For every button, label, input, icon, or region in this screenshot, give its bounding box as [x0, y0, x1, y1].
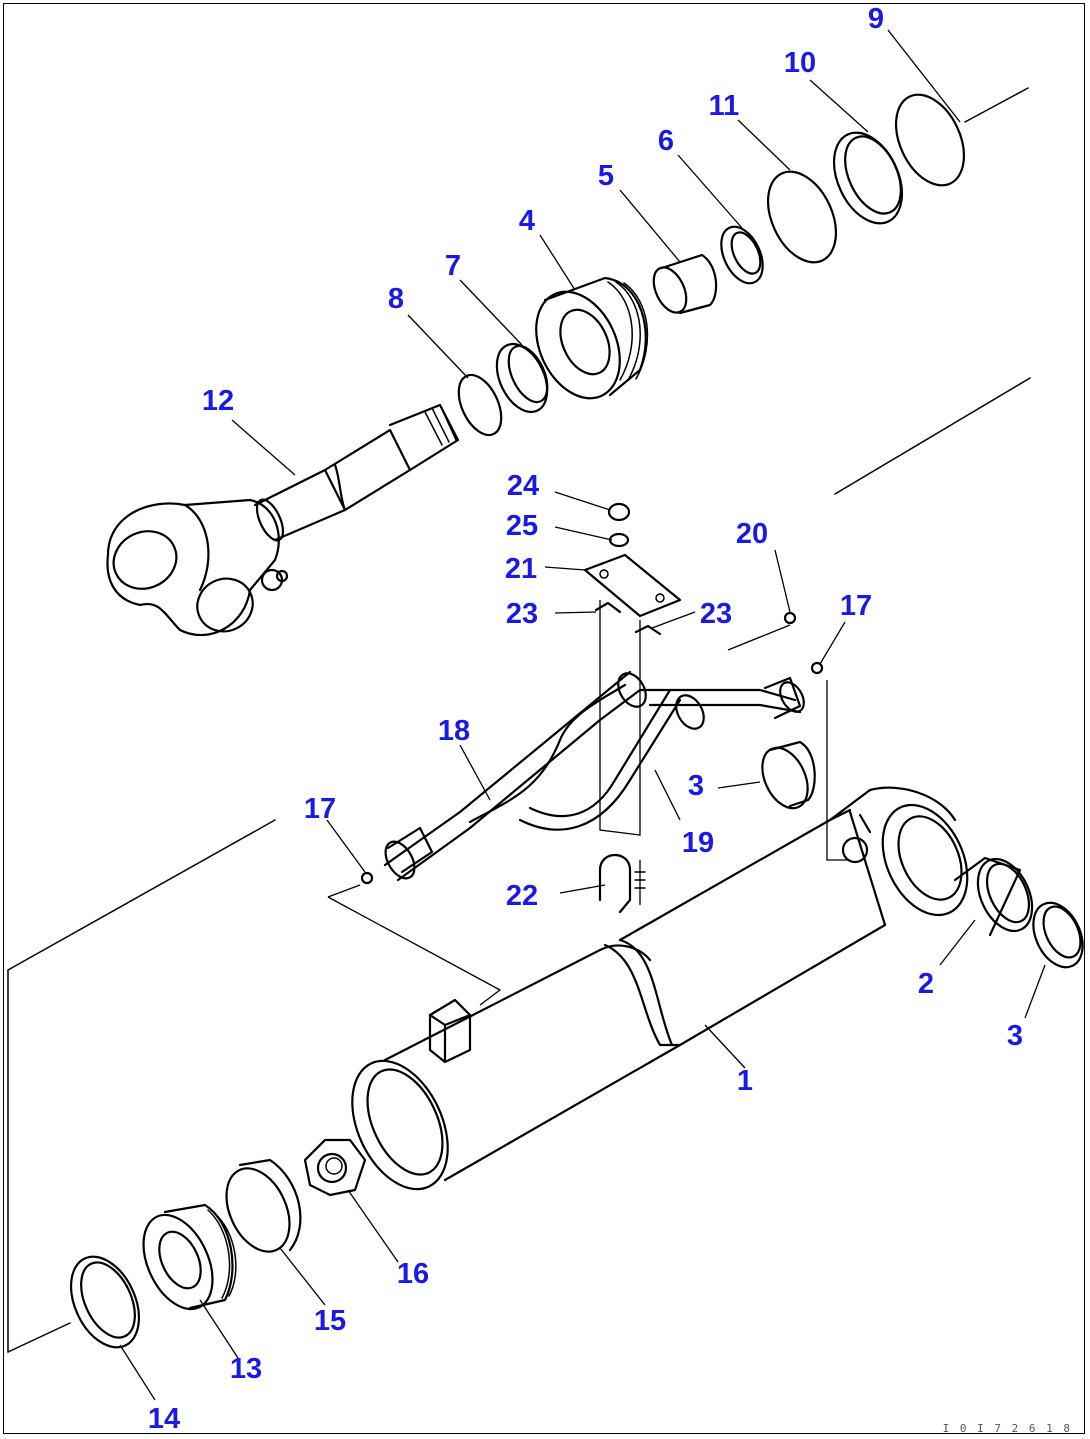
piston-rod-clevis	[106, 403, 460, 636]
hoses-and-tubes	[383, 670, 805, 914]
fitting-17-left	[360, 871, 374, 885]
ring-7	[495, 342, 549, 414]
callout-3: 3	[688, 770, 704, 802]
callout-4: 4	[519, 205, 535, 237]
ring-11	[766, 170, 838, 264]
callout-22: 22	[506, 880, 538, 912]
callout-24: 24	[507, 470, 539, 502]
callout-25: 25	[506, 510, 538, 542]
clamp-hardware	[583, 502, 682, 636]
piston-4	[535, 276, 649, 400]
callout-17: 17	[304, 793, 336, 825]
callout-6: 6	[658, 125, 674, 157]
callout-16: 16	[397, 1258, 429, 1290]
fitting-20	[783, 611, 797, 625]
ring-10	[832, 131, 904, 225]
callout-labels: 1233456789101112131415161717181920212223…	[148, 3, 1023, 1435]
callout-5: 5	[598, 160, 614, 192]
o-ring-8	[457, 373, 503, 437]
callout-15: 15	[314, 1305, 346, 1337]
center-lines	[7, 87, 1031, 1353]
callout-21: 21	[505, 553, 537, 585]
cylinder-tube-1	[351, 786, 969, 1191]
nut-ring-6	[720, 225, 764, 285]
callout-13: 13	[230, 1353, 262, 1385]
callout-11: 11	[709, 90, 740, 122]
bushing-3-upper	[761, 740, 816, 810]
ring-15	[225, 1158, 302, 1253]
callout-23: 23	[700, 598, 732, 630]
callout-9: 9	[868, 3, 884, 35]
callout-12: 12	[202, 385, 234, 417]
ring-14	[69, 1255, 141, 1349]
callout-8: 8	[388, 283, 404, 315]
callout-23: 23	[506, 598, 538, 630]
piston-13	[142, 1203, 237, 1311]
nut-16	[303, 1138, 367, 1197]
bushing-2	[953, 856, 1034, 937]
callout-17: 17	[840, 590, 872, 622]
drawing-code: I 0 I 7 2 6 1 8	[943, 1422, 1072, 1435]
ring-9	[894, 93, 966, 187]
callout-18: 18	[438, 715, 470, 747]
callout-7: 7	[445, 250, 461, 282]
ring-3-right	[1032, 901, 1084, 969]
callout-19: 19	[682, 827, 714, 859]
callout-20: 20	[736, 518, 768, 550]
callout-3: 3	[1007, 1020, 1023, 1052]
leader-lines	[119, 29, 1046, 1401]
callout-10: 10	[784, 47, 816, 79]
callout-1: 1	[737, 1065, 753, 1097]
callout-2: 2	[918, 968, 934, 1000]
callout-14: 14	[148, 1403, 180, 1435]
bushing-5	[652, 253, 718, 315]
fitting-17-right	[810, 661, 824, 675]
